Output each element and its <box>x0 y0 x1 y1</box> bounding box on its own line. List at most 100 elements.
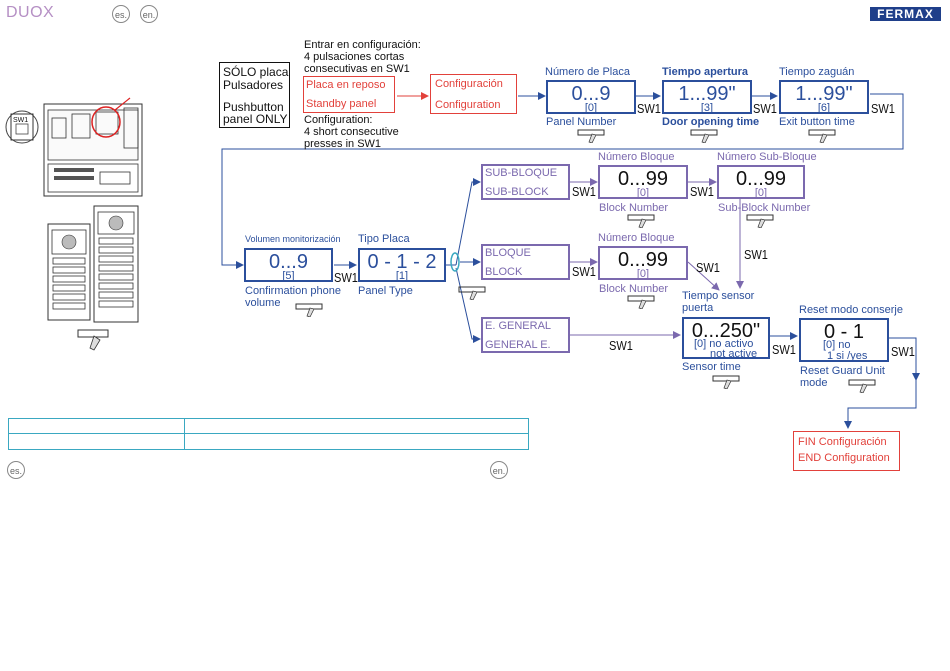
exit-time-label: Exit button time <box>779 116 855 128</box>
sw1-label-8: SW1 <box>572 264 596 279</box>
volume-default: [5] <box>282 270 295 282</box>
reset-box: 0 - 1 [0] no 1 si /yes <box>799 318 889 362</box>
panel-type-box: 0 - 1 - 2 [1] <box>358 248 446 282</box>
sensor-default-2: not active <box>710 348 758 360</box>
pushbutton-only-box <box>219 62 290 128</box>
panel-type-title: Tipo Placa <box>358 233 410 245</box>
block-box <box>481 244 570 280</box>
press-hand-icon <box>627 295 655 309</box>
brand-logo-duox: DUOX <box>6 4 55 21</box>
standby-en: Standby panel <box>306 98 377 110</box>
block-number-2-box: 0...99 [0] <box>598 246 688 280</box>
sw1-device-label: SW1 <box>13 117 29 124</box>
press-hand-icon <box>808 129 836 143</box>
panel-number-default: [0] <box>584 102 598 114</box>
press-hand-icon <box>577 129 605 143</box>
volume-range: 0...9 <box>269 251 308 273</box>
config-es: Configuración <box>435 78 503 90</box>
sub-block-en: SUB-BLOCK <box>485 186 549 198</box>
only-es-line2: Pulsadores <box>223 78 284 92</box>
brand-logo-fermax: FERMAX <box>870 7 941 21</box>
reset-label-1: Reset Guard Unit <box>800 365 885 377</box>
configuration-box <box>430 74 517 114</box>
door-time-default: [3] <box>700 102 714 114</box>
sw1-label-6: SW1 <box>690 184 714 199</box>
press-hand-icon <box>690 129 718 143</box>
enter-es-line1: Entrar en configuración: <box>304 39 421 51</box>
volume-label-1: Confirmation phone <box>245 285 342 297</box>
sensor-title-2: puerta <box>682 302 714 314</box>
press-hand-icon <box>746 214 774 228</box>
reset-label-2: mode <box>800 377 828 389</box>
footer-lang-en-badge[interactable]: en. <box>490 461 508 479</box>
panel-type-label: Panel Type <box>358 285 413 297</box>
reset-default-2: 1 si /yes <box>827 350 868 362</box>
sw1-label-2: SW1 <box>753 101 777 116</box>
only-es-line1: SÓLO placa <box>223 65 289 79</box>
exit-time-box: 1...99" [6] <box>779 80 869 114</box>
end-es: FIN Configuración <box>798 436 887 448</box>
reset-default-1: [0] no <box>823 339 851 351</box>
door-time-title: Tiempo apertura <box>662 66 748 78</box>
only-en-line1: Pushbutton <box>223 100 284 114</box>
enter-en-line1: Configuration: <box>304 114 373 126</box>
block-number-1-box: 0...99 [0] <box>598 165 688 199</box>
enter-es-line3: consecutivas en SW1 <box>304 63 410 75</box>
sub-block-number-default: [0] <box>754 187 768 199</box>
press-hand-icon <box>627 214 655 228</box>
only-en-line2: panel ONLY <box>223 112 288 126</box>
block-number-2-title: Número Bloque <box>598 232 675 244</box>
enter-en-line2: 4 short consecutive <box>304 126 399 138</box>
sensor-box: 0...250" [0] no activo not active <box>682 317 770 360</box>
door-time-range: 1...99" <box>678 83 736 105</box>
press-hand-icon <box>458 286 486 300</box>
sw1-label-5: SW1 <box>572 184 596 199</box>
block-en: BLOCK <box>485 266 523 278</box>
footer-lang-es-badge[interactable]: es. <box>7 461 25 479</box>
end-en: END Configuration <box>798 452 890 464</box>
sw1-label-3: SW1 <box>871 101 895 116</box>
sub-block-number-title: Número Sub-Bloque <box>717 151 817 163</box>
sw1-label-4: SW1 <box>334 270 358 285</box>
panel-type-range: 0 - 1 - 2 <box>367 251 437 273</box>
sub-block-number-label: Sub-Block Number <box>718 202 811 214</box>
sensor-title-1: Tiempo sensor <box>682 290 755 302</box>
door-time-box: 1...99" [3] <box>662 80 752 114</box>
sensor-range: 0...250" <box>691 320 761 342</box>
block-number-1-default: [0] <box>636 187 650 199</box>
press-hand-icon <box>295 303 323 317</box>
lang-es-badge[interactable]: es. <box>112 5 130 23</box>
enter-es-line2: 4 pulsaciones cortas <box>304 51 405 63</box>
exit-time-default: [6] <box>817 102 831 114</box>
sensor-default-1: [0] no activo <box>694 338 754 350</box>
block-number-1-label: Block Number <box>599 202 669 214</box>
panel-number-range: 0...9 <box>571 83 611 105</box>
door-time-label: Door opening time <box>662 116 760 128</box>
sub-block-number-range: 0...99 <box>735 168 787 190</box>
block-number-1-title: Número Bloque <box>598 151 675 163</box>
block-number-2-default: [0] <box>636 268 650 280</box>
sensor-label: Sensor time <box>682 361 741 373</box>
device-illustration <box>5 97 143 351</box>
reset-range: 0 - 1 <box>823 321 865 343</box>
block-number-2-range: 0...99 <box>617 249 669 271</box>
sw1-label-11: SW1 <box>772 342 796 357</box>
sw1-label-7: SW1 <box>744 247 768 262</box>
sub-block-box <box>481 164 570 200</box>
sub-block-es: SUB-BLOQUE <box>485 167 558 179</box>
panel-number-title: Número de Placa <box>545 66 630 78</box>
general-es: E. GENERAL <box>485 320 552 332</box>
config-en: Configuration <box>435 99 501 111</box>
reset-title: Reset modo conserje <box>799 304 903 316</box>
panel-number-label: Panel Number <box>546 116 617 128</box>
general-entrance-box <box>481 317 570 353</box>
lang-en-badge[interactable]: en. <box>140 5 158 23</box>
table-frame <box>8 418 529 450</box>
volume-label-2: volume <box>245 297 281 309</box>
table-divider-v <box>184 418 185 450</box>
end-configuration-box <box>793 431 900 471</box>
sw1-label-9: SW1 <box>696 260 720 275</box>
panel-number-box: 0...9 [0] <box>546 80 636 114</box>
press-hand-icon <box>848 379 876 393</box>
